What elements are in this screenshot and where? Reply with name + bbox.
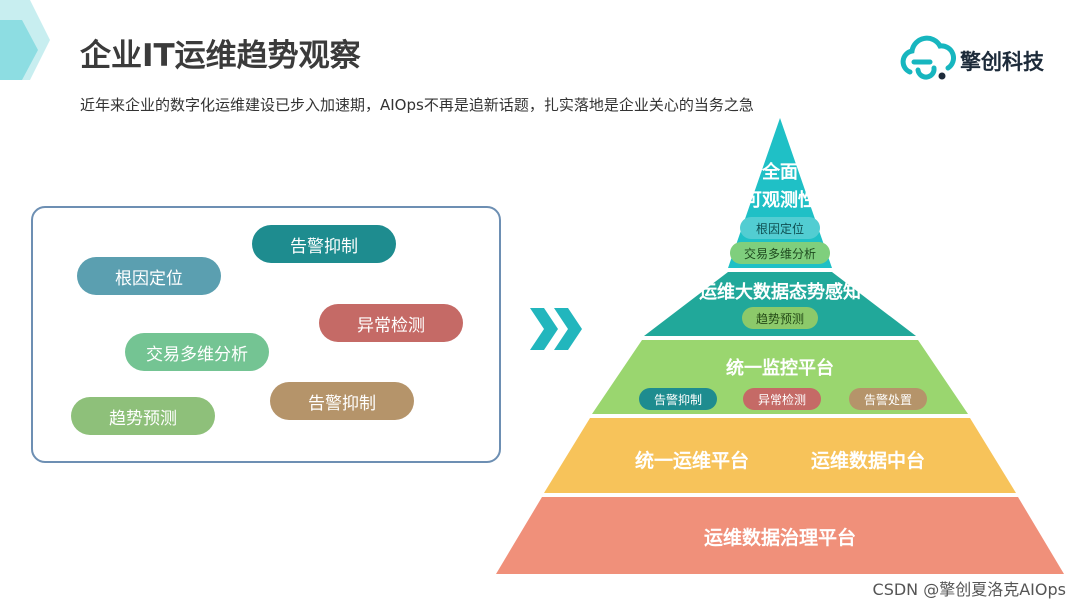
page-title: 企业IT运维趋势观察 — [80, 38, 361, 74]
tier3-chip-alert-handling: 告警处置 — [849, 388, 927, 410]
company-logo: 擎创科技 — [900, 34, 1070, 84]
tier4-left-title: 统一运维平台 — [634, 450, 750, 472]
tier5-title: 运维数据治理平台 — [703, 527, 857, 549]
tier4-right-title: 运维数据中台 — [810, 450, 926, 472]
pyramid-tier-bigdata — [644, 272, 916, 336]
capability-tag-box: 告警抑制 根因定位 异常检测 交易多维分析 告警抑制 趋势预测 — [31, 206, 501, 463]
tier3-title: 统一监控平台 — [726, 358, 834, 379]
tier3-chip-anomaly: 异常检测 — [743, 388, 821, 410]
tag-alert-suppression-2: 告警抑制 — [270, 382, 414, 420]
tier1-chip-multi-dim: 交易多维分析 — [730, 242, 830, 264]
double-chevron-right-icon — [530, 308, 582, 350]
tier3-chip-alert-suppression: 告警抑制 — [639, 388, 717, 410]
page-subtitle: 近年来企业的数字化运维建设已步入加速期，AIOps不再是追新话题，扎实落地是企业… — [80, 96, 754, 114]
tier1-title-line1: 全面 — [762, 162, 798, 183]
tag-multi-dim-analysis: 交易多维分析 — [125, 333, 269, 371]
tier2-chip-trend: 趋势预测 — [742, 307, 818, 329]
logo-text: 擎创科技 — [960, 50, 1044, 74]
tag-alert-suppression: 告警抑制 — [252, 225, 396, 263]
watermark: CSDN @擎创夏洛克AIOps — [872, 580, 1066, 599]
tag-anomaly-detection: 异常检测 — [319, 304, 463, 342]
tag-root-cause: 根因定位 — [77, 257, 221, 295]
tier2-title: 运维大数据态势感知 — [699, 282, 861, 303]
tag-trend-prediction: 趋势预测 — [71, 397, 215, 435]
tier1-chip-root-cause: 根因定位 — [740, 217, 820, 239]
corner-decoration — [0, 0, 50, 80]
cloud-logo-icon — [900, 35, 956, 80]
pyramid-tier-platform — [544, 418, 1016, 493]
pyramid-tier-governance — [496, 497, 1064, 574]
tier1-title-line2: 可观测性 — [744, 190, 816, 211]
